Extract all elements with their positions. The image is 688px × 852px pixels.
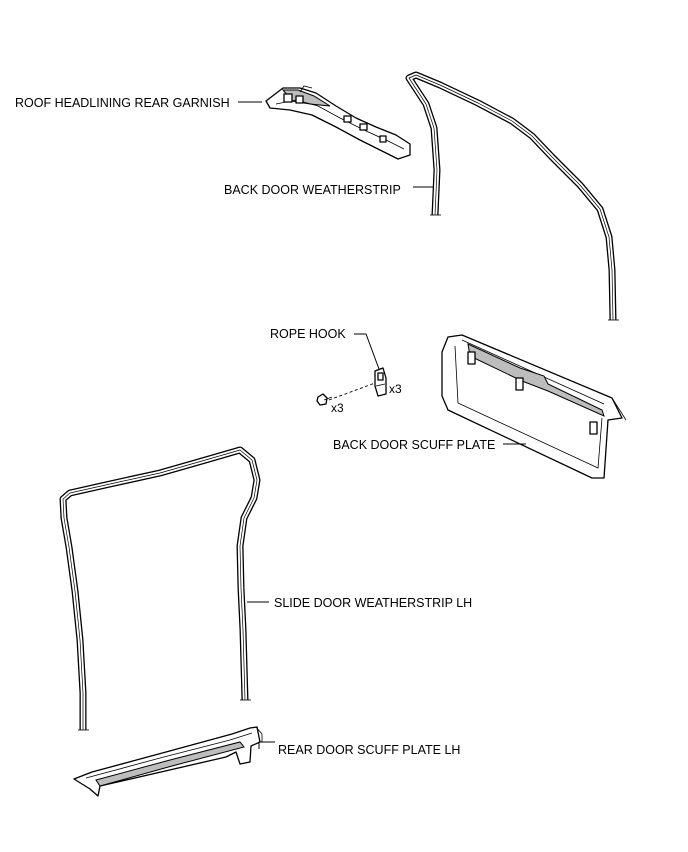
roof-headlining-rear-garnish-part bbox=[265, 85, 411, 160]
back-door-scuff-plate-part bbox=[441, 334, 627, 479]
rear-door-scuff-plate-lh-part bbox=[73, 726, 263, 797]
label-rope-hook: ROPE HOOK bbox=[270, 327, 346, 341]
label-back-door-scuff-plate: BACK DOOR SCUFF PLATE bbox=[333, 438, 495, 452]
rope-hook-part bbox=[374, 367, 387, 397]
screw-quantity: x3 bbox=[331, 401, 344, 415]
label-slide-door-weatherstrip-lh: SLIDE DOOR WEATHERSTRIP LH bbox=[274, 596, 472, 610]
label-rear-door-scuff-plate-lh: REAR DOOR SCUFF PLATE LH bbox=[278, 743, 460, 757]
back-door-weatherstrip-part bbox=[405, 71, 619, 321]
screw-part bbox=[316, 382, 376, 406]
rope-hook-quantity: x3 bbox=[389, 382, 402, 396]
slide-door-weatherstrip-lh-part bbox=[59, 446, 261, 731]
label-back-door-weatherstrip: BACK DOOR WEATHERSTRIP bbox=[224, 183, 401, 197]
leader-lines bbox=[238, 101, 526, 749]
label-roof-headlining-rear-garnish: ROOF HEADLINING REAR GARNISH bbox=[15, 96, 230, 110]
